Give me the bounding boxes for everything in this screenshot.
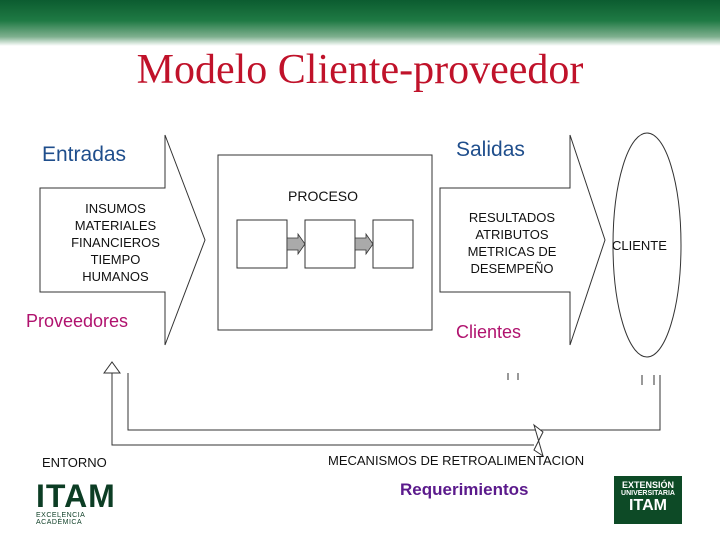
label-mecanismos: MECANISMOS DE RETROALIMENTACION: [328, 453, 585, 468]
extension-logo: EXTENSIÓN UNIVERSITARIA ITAM: [614, 476, 682, 524]
process-step-2: [304, 219, 356, 269]
process-arrow-2: [354, 232, 374, 256]
resultado-item: DESEMPEÑO: [470, 261, 554, 276]
insumo-item: INSUMOS: [85, 201, 146, 216]
insumo-item: HUMANOS: [82, 269, 149, 284]
label-salidas: Salidas: [456, 138, 525, 161]
itam-logo-tagline: EXCELENCIA ACADÉMICA: [36, 512, 85, 526]
insumo-item: FINANCIEROS: [71, 235, 160, 250]
resultados-list: RESULTADOS ATRIBUTOS METRICAS DE DESEMPE…: [452, 209, 572, 277]
label-entradas: Entradas: [42, 143, 127, 166]
ext-logo-line2: UNIVERSITARIA: [621, 490, 675, 497]
process-step-3: [372, 219, 414, 269]
insumo-item: MATERIALES: [74, 218, 157, 233]
process-arrow-1: [286, 232, 306, 256]
itam-logo-text: ITAM: [36, 478, 116, 514]
process-step-1: [236, 219, 288, 269]
feedback-line-left: [111, 373, 534, 446]
label-proveedores: Proveedores: [26, 311, 129, 331]
label-cliente: CLIENTE: [612, 238, 667, 253]
feedback-ticks-mid: [507, 373, 519, 380]
insumo-item: TIEMPO: [90, 252, 141, 267]
label-entorno: ENTORNO: [42, 455, 107, 470]
resultado-item: METRICAS DE: [467, 244, 557, 259]
resultado-item: ATRIBUTOS: [475, 227, 549, 242]
label-proceso: PROCESO: [288, 188, 359, 204]
client-ellipse: [612, 132, 682, 358]
feedback-line-bottom: [127, 373, 661, 431]
label-requerimientos: Requerimientos: [400, 480, 529, 499]
feedback-up-arrow: [103, 361, 121, 374]
top-banner: [0, 0, 720, 46]
feedback-ticks-right: [641, 375, 655, 385]
ext-logo-line3: ITAM: [629, 497, 667, 514]
input-arrow: [39, 134, 206, 346]
ext-logo-line1: EXTENSIÓN: [621, 480, 674, 490]
resultado-item: RESULTADOS: [468, 210, 556, 225]
feedback-arrowhead: [533, 423, 544, 458]
label-clientes: Clientes: [456, 322, 522, 342]
insumos-list: INSUMOS MATERIALES FINANCIEROS TIEMPO HU…: [58, 200, 173, 285]
slide-title: Modelo Cliente-proveedor: [136, 47, 584, 93]
output-arrow: [439, 134, 606, 346]
itam-logo: ITAM EXCELENCIA ACADÉMICA: [36, 480, 126, 526]
